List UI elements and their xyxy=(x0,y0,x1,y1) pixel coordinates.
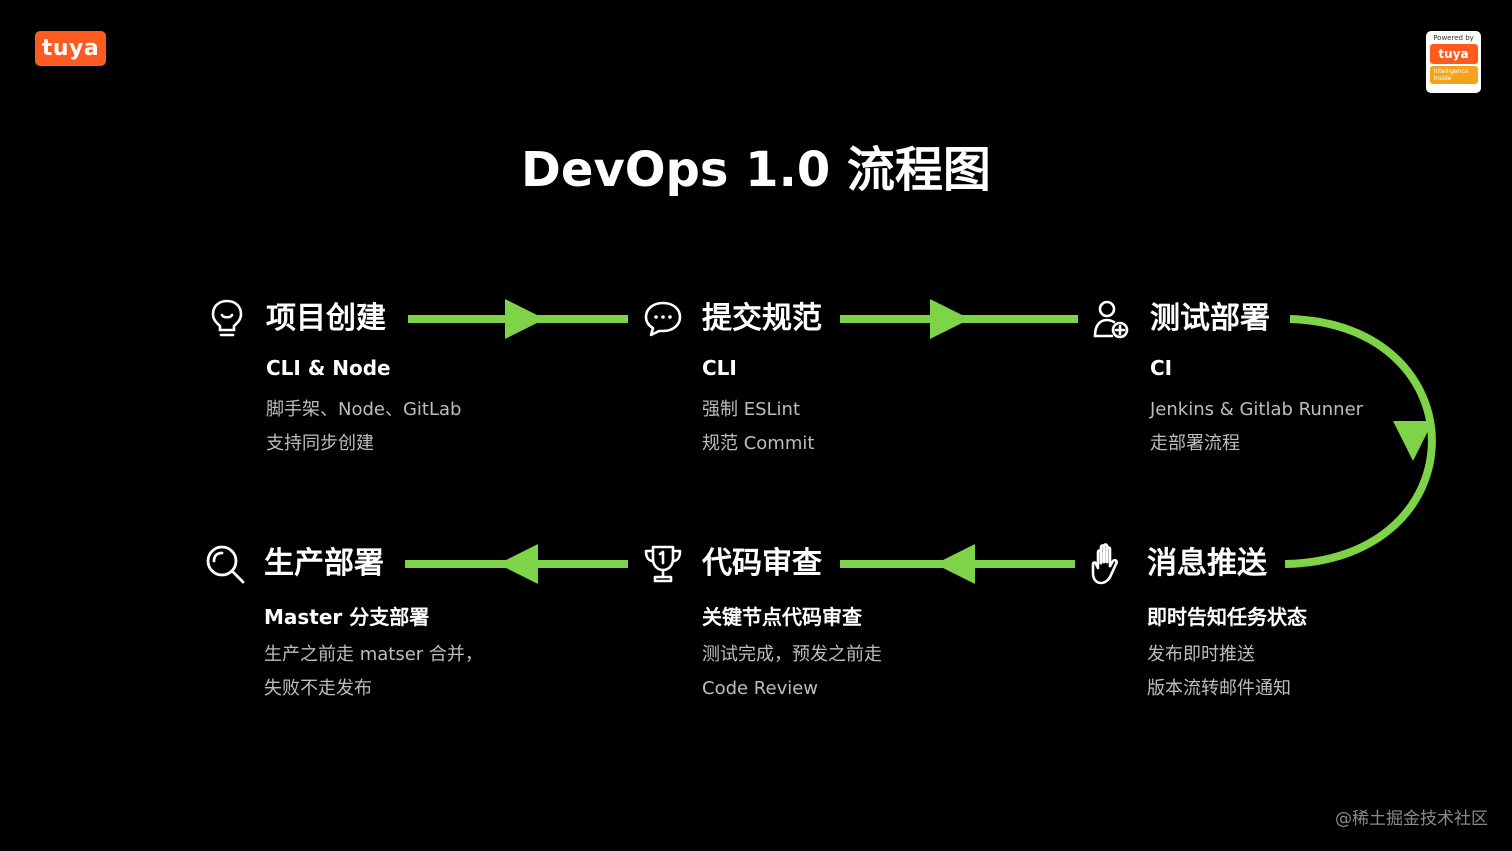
step-subtitle: CI xyxy=(1150,356,1173,380)
desc-line: 失败不走发布 xyxy=(264,678,372,699)
step-name: 生产部署 xyxy=(264,546,384,581)
step-description: 发布即时推送 版本流转邮件通知 xyxy=(1147,638,1291,706)
step-description: Jenkins & Gitlab Runner 走部署流程 xyxy=(1150,393,1363,461)
step-subtitle: Master 分支部署 xyxy=(264,605,430,629)
step-name: 测试部署 xyxy=(1150,301,1270,336)
tuya-logo: tuya xyxy=(35,31,106,66)
arrow-1-to-2 xyxy=(408,299,628,339)
desc-line: 走部署流程 xyxy=(1150,433,1240,454)
step-description: 测试完成，预发之前走 Code Review xyxy=(702,638,882,706)
step-subtitle: CLI & Node xyxy=(266,356,391,380)
tuya-logo-text: tuya xyxy=(41,36,100,61)
desc-line: 版本流转邮件通知 xyxy=(1147,678,1291,699)
arrow-5-to-6 xyxy=(405,544,628,584)
step-name: 提交规范 xyxy=(702,301,822,336)
desc-line: Jenkins & Gitlab Runner xyxy=(1150,399,1364,420)
desc-line: 发布即时推送 xyxy=(1147,644,1255,665)
badge-inside: Intelligence Inside xyxy=(1429,66,1478,84)
trophy-icon xyxy=(642,543,684,585)
arrow-4-to-5 xyxy=(840,544,1075,584)
powered-by-text: Powered by xyxy=(1433,34,1474,42)
desc-line: 强制 ESLint xyxy=(702,399,801,420)
watermark: @稀土掘金技术社区 xyxy=(1335,809,1488,829)
desc-line: 生产之前走 matser 合并， xyxy=(264,644,483,665)
desc-line: 脚手架、Node、GitLab xyxy=(266,399,462,420)
search-icon xyxy=(204,543,246,585)
step-name: 项目创建 xyxy=(266,301,386,336)
step-description: 脚手架、Node、GitLab 支持同步创建 xyxy=(266,393,461,461)
step-subtitle: CLI xyxy=(702,356,737,380)
step-description: 强制 ESLint 规范 Commit xyxy=(702,393,814,461)
powered-by-tuya-badge: Powered by tuya Intelligence Inside xyxy=(1426,31,1481,93)
desc-line: 支持同步创建 xyxy=(266,433,374,454)
hand-icon xyxy=(1087,543,1129,585)
step-subtitle: 即时告知任务状态 xyxy=(1147,605,1307,629)
desc-line: Code Review xyxy=(702,678,819,699)
chat-bubble-icon xyxy=(642,298,684,340)
step-name: 代码审查 xyxy=(702,546,822,581)
user-add-icon xyxy=(1090,298,1132,340)
lightbulb-icon xyxy=(206,298,248,340)
badge-brand: tuya xyxy=(1429,44,1478,64)
step-name: 消息推送 xyxy=(1147,546,1267,581)
arrow-3-to-4 xyxy=(1284,315,1436,568)
page-title: DevOps 1.0 流程图 xyxy=(521,142,991,198)
step-subtitle: 关键节点代码审查 xyxy=(702,605,862,629)
step-description: 生产之前走 matser 合并， 失败不走发布 xyxy=(264,638,483,706)
arrow-2-to-3 xyxy=(840,299,1078,339)
desc-line: 测试完成，预发之前走 xyxy=(702,644,882,665)
desc-line: 规范 Commit xyxy=(702,433,815,454)
